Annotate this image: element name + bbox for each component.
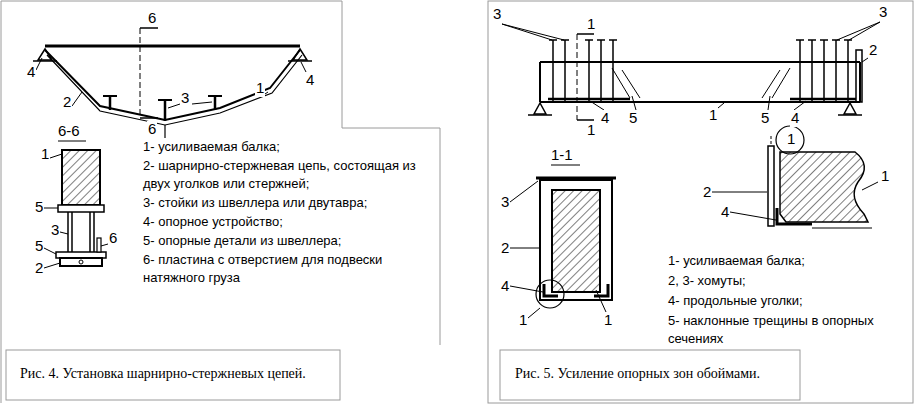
callout-number: 1 (40, 146, 50, 163)
callout-number: 4 (600, 110, 610, 127)
legend-text: 1- усиливаемая балка; (668, 252, 883, 270)
callout-number: 1 (603, 312, 613, 329)
callout-number: 1 (786, 131, 796, 148)
callout-number: 5 (628, 110, 638, 127)
callout-number: 5 (760, 110, 770, 127)
legend-text: 3- стойки из швеллера или двутавра; (143, 194, 421, 212)
callout-number: 1 (880, 168, 890, 185)
section-title: 6-6 (58, 123, 80, 140)
callout-number: 2 (62, 94, 72, 111)
callout-number: 3 (492, 6, 502, 23)
section-title: 1-1 (551, 147, 573, 164)
callout-number: 3 (500, 194, 510, 211)
callout-number: 5 (34, 199, 44, 216)
callout-number: 4 (500, 278, 510, 295)
legend-text: 1- усиливаемая балка; (143, 138, 421, 156)
callout-number: 4 (305, 72, 315, 89)
callout-number: 1 (518, 312, 528, 329)
callout-number: 1 (586, 122, 596, 139)
callout-number: 1 (586, 16, 596, 33)
callout-number: 6 (108, 230, 118, 247)
legend-text: 2, 3- хомуты; (668, 272, 883, 290)
callout-number: 4 (720, 204, 730, 221)
legend-text: 2- шарнирно-стержневая цепь, состоящая и… (143, 157, 421, 193)
callout-number: 1 (708, 107, 718, 124)
callout-number: 4 (26, 64, 36, 81)
legend-text: 5- опорные детали из швеллера; (143, 232, 421, 250)
figure-caption: Рис. 4. Установка шарнирно-стержневых це… (20, 366, 306, 383)
legend-text: 5- наклонные трещины в опорных сечениях (668, 312, 883, 348)
callout-number: 6 (147, 121, 157, 138)
legend-text: 6- пластина с отверстием для подвески на… (143, 251, 421, 287)
callout-number: 5 (34, 238, 44, 255)
callout-number: 1 (255, 80, 265, 97)
callout-number: 2 (500, 240, 510, 257)
callout-number: 6 (147, 10, 157, 27)
callout-number: 4 (790, 110, 800, 127)
callout-number: 3 (878, 4, 888, 21)
callout-number: 3 (50, 222, 60, 239)
figure-caption: Рис. 5. Усиление опорных зон обоймами. (515, 366, 760, 383)
callout-number: 3 (180, 90, 190, 107)
callout-number: 2 (868, 42, 878, 59)
legend-text: 4- продольные уголки; (668, 292, 883, 310)
legend-text: 4- опорное устройство; (143, 213, 421, 231)
callout-number: 2 (34, 260, 44, 277)
callout-number: 2 (702, 184, 712, 201)
